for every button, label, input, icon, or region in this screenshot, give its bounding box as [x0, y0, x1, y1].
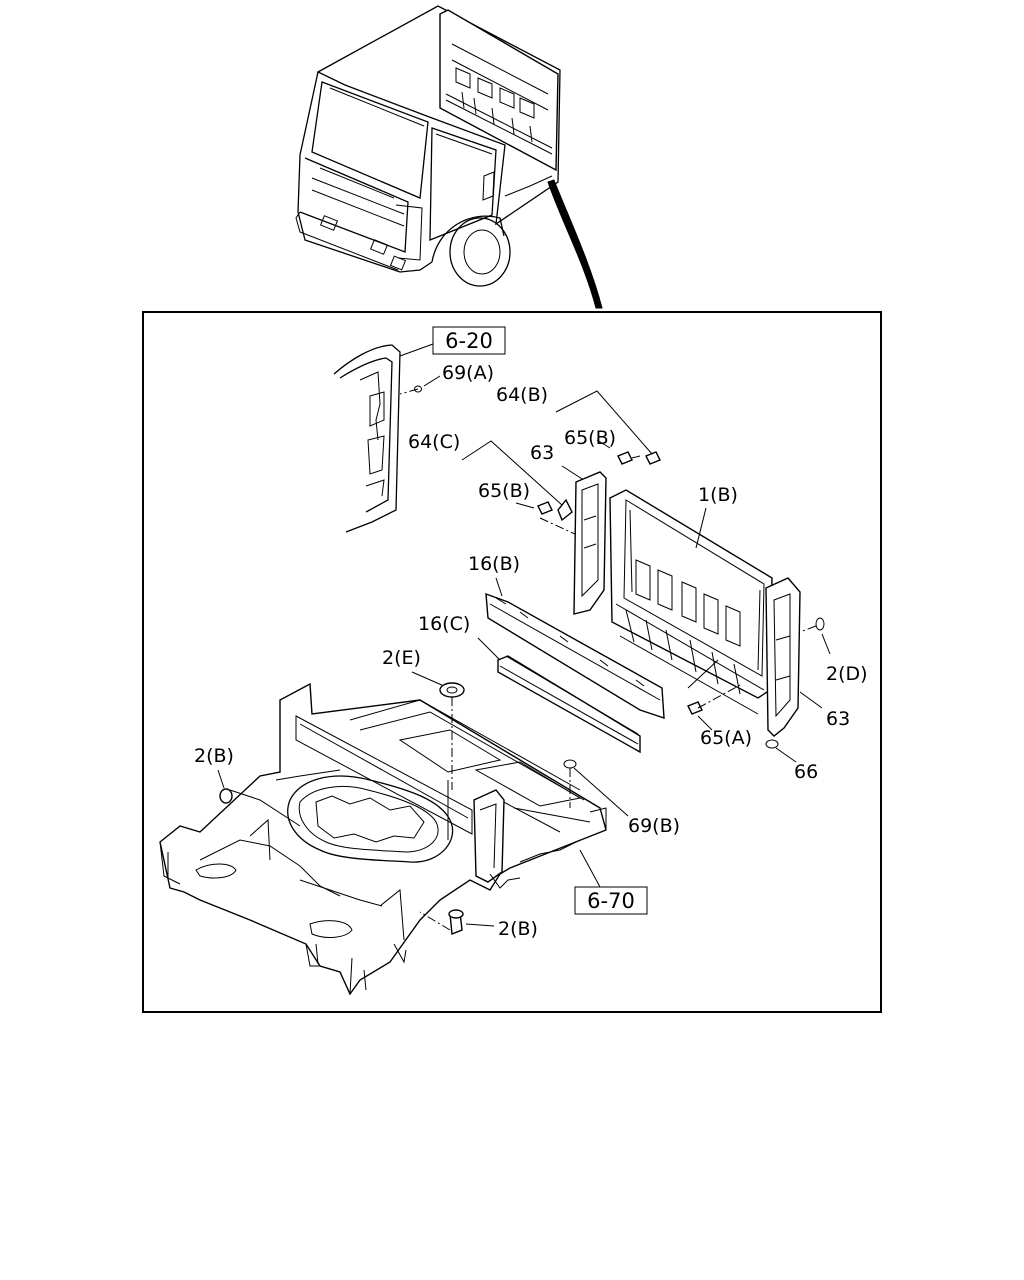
left-pillar-part	[333, 344, 401, 533]
svg-text:66: 66	[794, 761, 818, 783]
svg-text:1(B): 1(B)	[698, 484, 738, 506]
svg-text:2(B): 2(B)	[194, 745, 234, 767]
rear-panel-1b	[609, 489, 773, 715]
svg-text:69(A): 69(A)	[442, 362, 494, 384]
callout-63-lower: 63	[799, 691, 850, 730]
svg-text:65(B): 65(B)	[478, 480, 530, 502]
svg-text:2(B): 2(B)	[498, 918, 538, 940]
callout-1b: 1(B)	[695, 484, 738, 549]
svg-text:2(E): 2(E)	[382, 647, 421, 669]
truck-cab-illustration	[295, 5, 603, 309]
callout-16c: 16(C)	[418, 613, 501, 661]
callout-2b-left: 2(B)	[194, 745, 234, 804]
callout-69b: 69(B)	[563, 759, 680, 837]
svg-text:65(B): 65(B)	[564, 427, 616, 449]
svg-text:16(B): 16(B)	[468, 553, 520, 575]
callout-2b-bottom: 2(B)	[419, 909, 538, 940]
svg-text:16(C): 16(C)	[418, 613, 470, 635]
callout-65a: 65(A)	[687, 659, 752, 749]
callout-2e: 2(E)	[382, 647, 465, 790]
crossmember-16c	[497, 655, 641, 754]
svg-text:6-20: 6-20	[445, 329, 493, 353]
svg-text:63: 63	[826, 708, 850, 730]
svg-text:63: 63	[530, 442, 554, 464]
bolt-65b-lower	[537, 498, 589, 541]
svg-text:6-70: 6-70	[587, 889, 635, 913]
svg-text:69(B): 69(B)	[628, 815, 680, 837]
crossmember-16b	[485, 592, 665, 719]
callout-69a: 69(A)	[399, 362, 494, 395]
callout-66: 66	[765, 739, 818, 783]
svg-text:2(D): 2(D)	[826, 663, 868, 685]
callout-2d: 2(D)	[799, 617, 868, 685]
svg-text:65(A): 65(A)	[700, 727, 752, 749]
detail-frame	[142, 311, 882, 1013]
rear-pillar-right-part	[765, 577, 801, 737]
rear-pillar-left-part	[573, 471, 607, 615]
svg-text:64(B): 64(B)	[496, 384, 548, 406]
label-6-20-box: 6-20	[399, 326, 506, 357]
cab-floor-part	[159, 682, 607, 996]
callout-64c: 64(C) 65(B)	[408, 431, 563, 509]
callout-16b: 16(B)	[468, 553, 520, 597]
callout-64b: 64(B) 65(B)	[496, 384, 653, 455]
bolt-65b-upper	[617, 451, 661, 465]
label-6-70-box: 6-70	[574, 849, 648, 915]
svg-text:64(C): 64(C)	[408, 431, 460, 453]
